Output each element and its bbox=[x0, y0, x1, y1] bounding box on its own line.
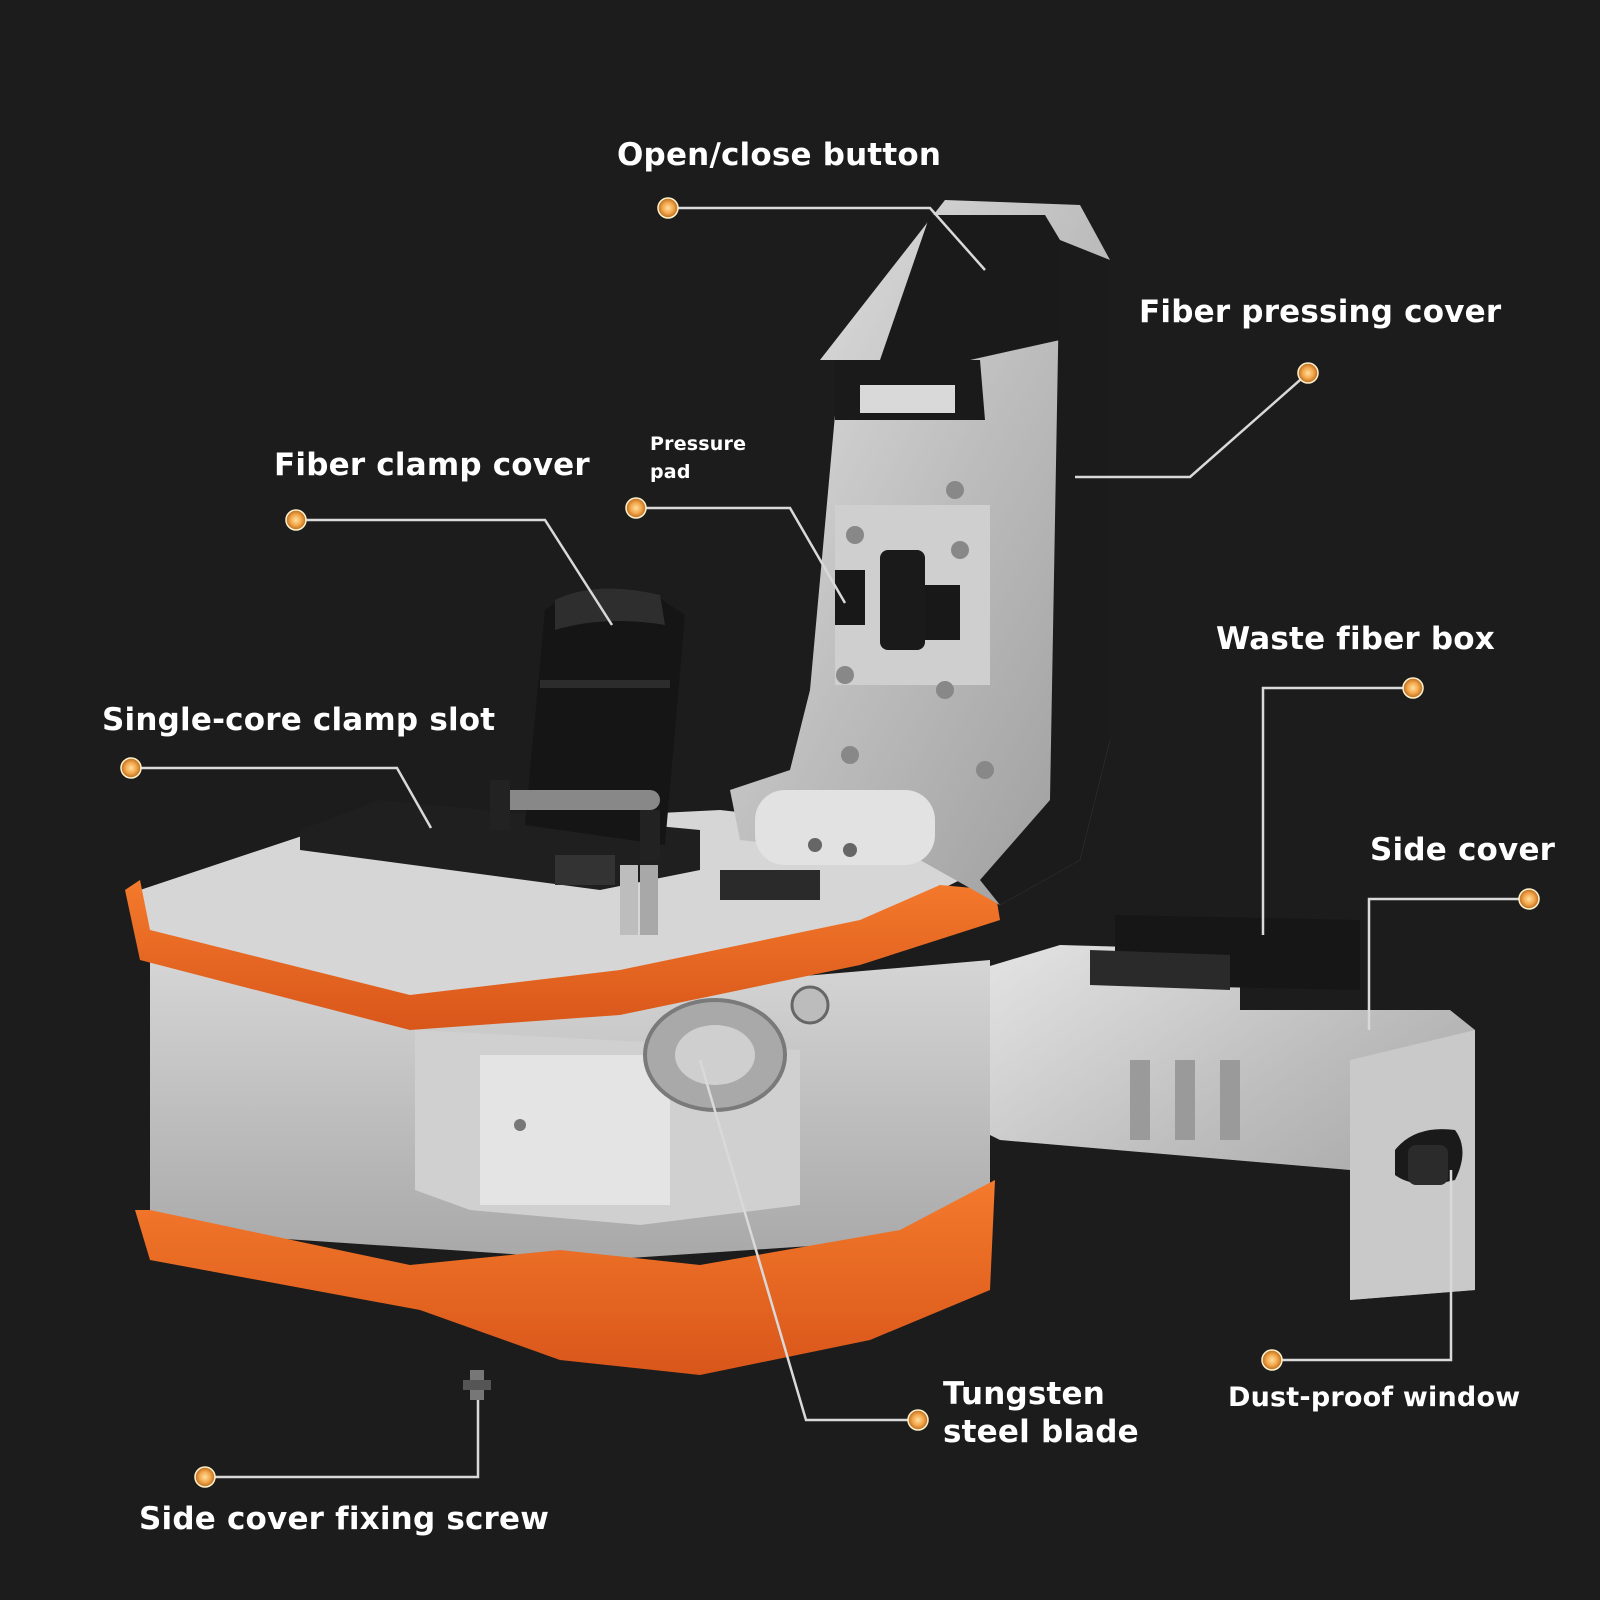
label-pressure-pad-line2: pad bbox=[650, 461, 691, 483]
label-side-cover: Side cover bbox=[1370, 832, 1556, 868]
dot-waste-fiber-box bbox=[1402, 677, 1424, 699]
leader-single-core-clamp-slot bbox=[131, 766, 433, 829]
cleaver-base bbox=[150, 940, 990, 1260]
label-fiber-pressing-cover: Fiber pressing cover bbox=[1139, 294, 1502, 330]
label-tungsten-steel-blade-line1: Tungsten bbox=[943, 1376, 1106, 1412]
callout-lines bbox=[131, 206, 1529, 1479]
orange-top-band bbox=[125, 880, 1000, 1030]
fiber-pressing-cover-shape bbox=[730, 200, 1110, 905]
leader-waste-fiber-box bbox=[1261, 686, 1413, 935]
label-waste-fiber-box: Waste fiber box bbox=[1216, 621, 1495, 657]
cleaver-product bbox=[125, 200, 1475, 1400]
label-side-cover-fixing-screw: Side cover fixing screw bbox=[139, 1501, 550, 1537]
leader-open-close-button bbox=[668, 206, 986, 271]
leader-side-cover bbox=[1367, 897, 1529, 1030]
dot-pressure-pad bbox=[625, 497, 647, 519]
dot-fiber-clamp-cover bbox=[285, 509, 307, 531]
top-deck bbox=[140, 810, 960, 1000]
leader-tungsten-steel-blade bbox=[698, 1059, 918, 1422]
dot-fiber-pressing-cover bbox=[1297, 362, 1319, 384]
leader-pressure-pad bbox=[636, 506, 847, 604]
dot-side-cover-fixing-screw bbox=[194, 1466, 216, 1488]
label-dust-proof-window: Dust-proof window bbox=[1228, 1382, 1521, 1413]
dot-open-close-button bbox=[657, 197, 679, 219]
dot-single-core-clamp-slot bbox=[120, 757, 142, 779]
side-cover-screw bbox=[463, 1370, 491, 1400]
dot-side-cover bbox=[1518, 888, 1540, 910]
callout-dots bbox=[120, 197, 1540, 1488]
fiber-clamp-cover-shape bbox=[490, 588, 685, 860]
label-tungsten-steel-blade-line2: steel blade bbox=[943, 1414, 1139, 1450]
label-fiber-clamp-cover: Fiber clamp cover bbox=[274, 447, 590, 483]
label-tungsten-steel-blade: Tungsten steel blade bbox=[943, 1375, 1139, 1451]
leader-fiber-pressing-cover bbox=[1075, 372, 1309, 479]
waste-fiber-box-body bbox=[960, 915, 1475, 1300]
leader-dust-proof-window bbox=[1272, 1170, 1453, 1362]
label-open-close-button: Open/close button bbox=[617, 137, 942, 173]
dot-dust-proof-window bbox=[1261, 1349, 1283, 1371]
leader-fiber-clamp-cover bbox=[296, 518, 614, 626]
orange-bottom-band bbox=[135, 1180, 995, 1375]
label-pressure-pad: Pressure pad bbox=[650, 430, 746, 486]
label-pressure-pad-line1: Pressure bbox=[650, 433, 747, 455]
leader-side-cover-fixing-screw bbox=[205, 1400, 480, 1479]
dot-tungsten-steel-blade bbox=[907, 1409, 929, 1431]
label-single-core-clamp-slot: Single-core clamp slot bbox=[102, 702, 496, 738]
